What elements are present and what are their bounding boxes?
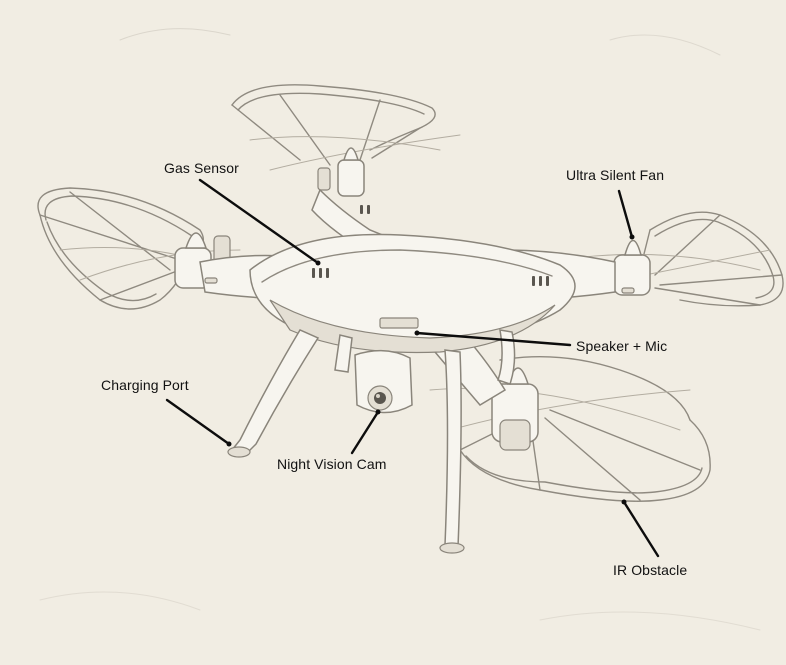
leader-charging-port — [167, 400, 229, 444]
camera-module — [355, 351, 412, 413]
leader-ultra-silent-fan — [619, 191, 632, 237]
label-speaker-mic: Speaker + Mic — [576, 338, 667, 354]
label-ir-obstacle: IR Obstacle — [613, 562, 687, 578]
leader-night-vision-cam — [352, 412, 378, 453]
leader-ir-obstacle — [624, 502, 658, 556]
label-charging-port: Charging Port — [101, 377, 189, 393]
drone-body — [205, 205, 634, 353]
label-night-vision-cam: Night Vision Cam — [277, 456, 387, 472]
label-ultra-silent-fan: Ultra Silent Fan — [566, 167, 664, 183]
propeller-guard-back — [232, 85, 460, 196]
label-gas-sensor: Gas Sensor — [164, 160, 239, 176]
